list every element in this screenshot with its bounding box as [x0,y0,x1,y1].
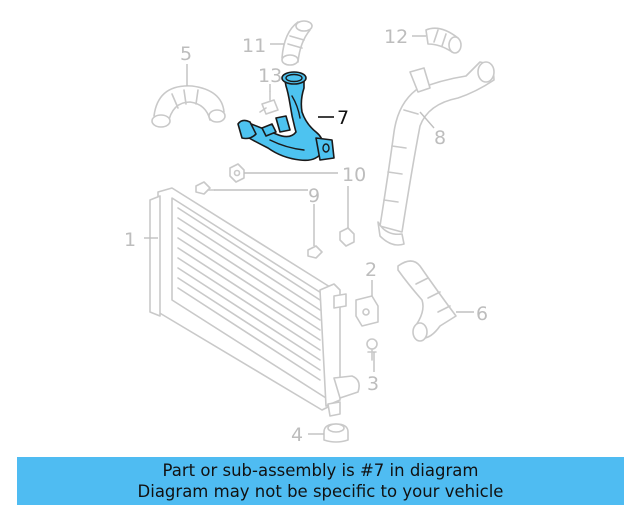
banner-line-disclaimer: Diagram may not be specific to your vehi… [137,482,504,501]
part-3-bolt[interactable] [366,338,378,361]
part-11-hose[interactable] [281,20,313,66]
callout-4[interactable]: 4 [291,424,303,446]
callout-6[interactable]: 6 [476,303,488,325]
part-9-bolt[interactable] [195,181,323,259]
callout-11[interactable]: 11 [242,35,266,57]
callout-13[interactable]: 13 [258,65,282,87]
callout-9[interactable]: 9 [308,185,320,207]
callout-12[interactable]: 12 [384,26,408,48]
part-8-pipe[interactable] [377,61,495,246]
part-13-sensor[interactable] [259,91,279,115]
parts-diagram: 1 2 3 4 5 6 7 8 9 10 11 12 13 [124,20,495,446]
leader-9 [214,189,315,246]
callout-5[interactable]: 5 [180,43,192,65]
banner-line-part: Part or sub-assembly is #7 in diagram [162,461,479,480]
info-banner: Part or sub-assembly is #7 in diagram Di… [17,457,624,505]
leader-10 [244,172,349,228]
callout-3[interactable]: 3 [367,373,379,395]
part-1-intercooler[interactable] [149,187,360,417]
part-12-hose[interactable] [425,27,462,54]
callout-7[interactable]: 7 [337,107,349,129]
part-6-hose[interactable] [397,260,457,342]
part-2-bracket[interactable] [355,295,379,327]
callout-2[interactable]: 2 [365,259,377,281]
part-4-cap[interactable] [323,423,349,443]
part-5-hose[interactable] [151,85,226,128]
leader-8 [419,111,435,129]
callout-10[interactable]: 10 [342,164,366,186]
callout-1[interactable]: 1 [124,229,136,251]
part-7-charge-pipe[interactable] [237,71,335,162]
callout-8[interactable]: 8 [434,127,446,149]
part-10-nut[interactable] [229,163,355,247]
